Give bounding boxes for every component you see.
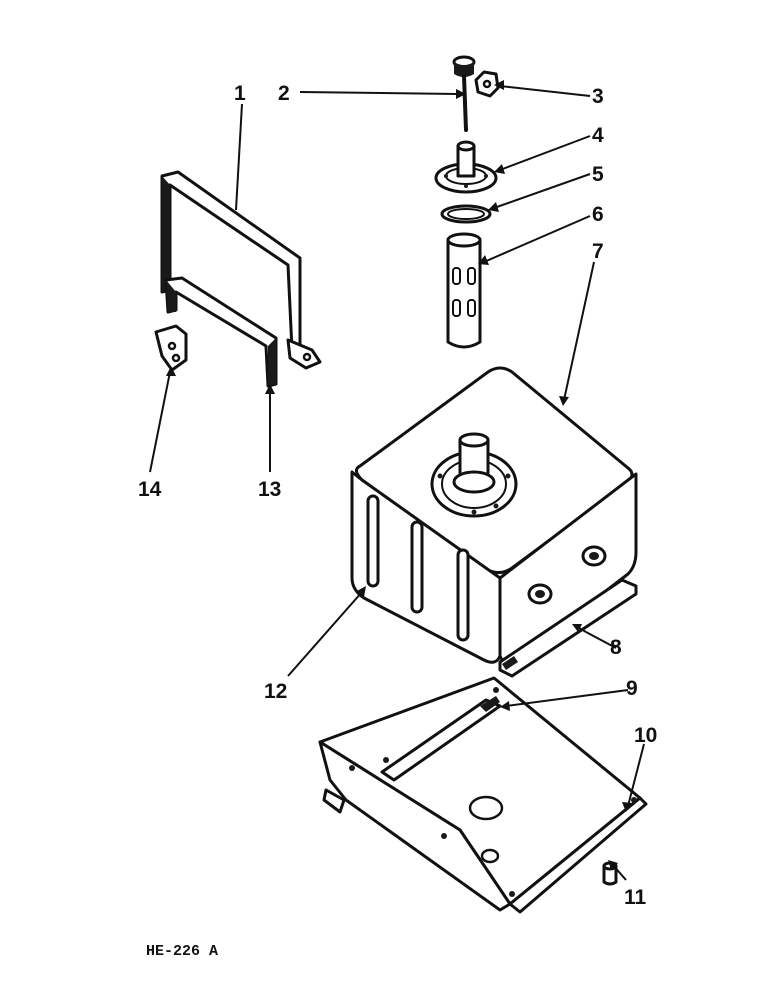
tank-port-1 <box>527 583 553 605</box>
callout-14: 14 <box>138 478 162 501</box>
part-14-angle-bracket <box>154 324 188 372</box>
tank-slot-2 <box>410 520 424 614</box>
callout-13: 13 <box>258 478 281 501</box>
part-4-filler-neck <box>434 140 498 194</box>
part-6-strainer <box>446 232 482 349</box>
part-3-nut <box>474 70 500 98</box>
callout-6: 6 <box>592 203 604 226</box>
callout-8: 8 <box>610 636 622 659</box>
part-9-slide-rail <box>380 696 502 782</box>
part-5-gasket <box>440 204 492 224</box>
callout-1: 1 <box>234 82 246 105</box>
callout-2: 2 <box>278 82 290 105</box>
leader-lines <box>149 80 645 881</box>
part-2-dipstick-cap <box>452 55 476 132</box>
callout-7: 7 <box>592 240 604 263</box>
tank-slot-3 <box>456 548 470 642</box>
callout-10: 10 <box>634 724 657 747</box>
callout-3: 3 <box>592 85 604 108</box>
callout-9: 9 <box>626 677 638 700</box>
part-8-mounting-rail <box>498 578 638 678</box>
part-10-support-tray <box>318 676 648 914</box>
part-7-tank <box>350 366 638 664</box>
callout-5: 5 <box>592 163 604 186</box>
tank-slot-1 <box>366 494 380 588</box>
tank-filler-flange <box>430 432 518 518</box>
tank-port-2 <box>581 545 607 567</box>
callout-12: 12 <box>264 680 287 703</box>
callout-4: 4 <box>592 124 604 147</box>
figure-reference: HE-226 A <box>146 943 218 960</box>
part-13-lower-strap <box>164 276 278 388</box>
callout-11: 11 <box>624 886 647 909</box>
